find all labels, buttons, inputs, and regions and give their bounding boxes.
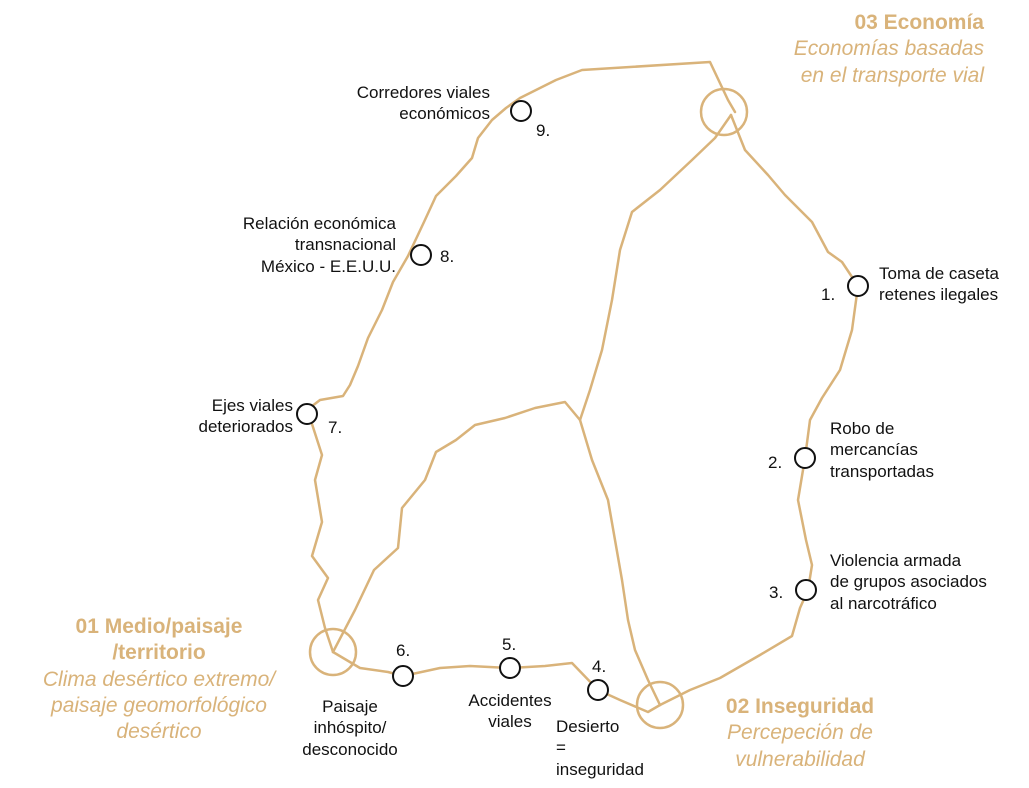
hub-01-title-line2: /territorio (112, 641, 206, 665)
node-6-marker (392, 665, 414, 687)
node-2-marker (794, 447, 816, 469)
hub-02-label: 02 Inseguridad Percepeción de vulnerabil… (700, 694, 900, 773)
node-5-line2: viales (488, 712, 532, 732)
node-9-line1: Corredores viales (356, 83, 490, 102)
hub-01-subtitle-line3: desértico (116, 720, 202, 743)
node-2-number: 2. (768, 453, 783, 472)
node-5-label: Accidentes viales (430, 690, 590, 733)
node-4-marker (587, 679, 609, 701)
route-inner-south (331, 400, 662, 707)
node-8-line2: transnacional (294, 235, 396, 255)
hub-01-title-line1: 01 Medio/paisaje (75, 615, 243, 638)
node-3-label: Violencia armada de grupos asociados al … (830, 550, 987, 614)
hub-01-marker (308, 627, 358, 677)
node-4-line1: Desierto (556, 717, 620, 736)
node-8-marker (410, 244, 432, 266)
node-6-line1: Paisaje (322, 697, 378, 716)
hub-03-subtitle-line1: Economías basadas (793, 37, 984, 61)
node-9-marker (510, 100, 532, 122)
node-7-marker (296, 403, 318, 425)
node-9-label: Corredores viales económicos (357, 82, 490, 125)
node-4-line3: inseguridad (556, 759, 644, 779)
node-1-marker (847, 275, 869, 297)
route-east-corridor (658, 113, 860, 707)
node-3-marker (795, 579, 817, 601)
hub-02-subtitle-line2: vulnerabilidad (735, 747, 865, 771)
node-8-label: Relación económica transnacional México … (243, 213, 396, 277)
node-7-label: Ejes viales deteriorados (198, 395, 293, 438)
hub-03-subtitle-line2: en el transporte vial (800, 63, 984, 87)
hub-01-label: 01 Medio/paisaje /territorio Clima desér… (14, 614, 304, 745)
node-2-line2: mercancías (830, 440, 918, 460)
node-6-line2: inhóspito/ (313, 718, 387, 738)
route-west-corridor (305, 60, 737, 654)
node-6-label: Paisaje inhóspito/ desconocido (280, 696, 420, 760)
node-7-number: 7. (328, 418, 343, 437)
node-3-line3: al narcotráfico (830, 593, 937, 613)
hub-02-subtitle-line1: Percepeción de (727, 721, 873, 745)
node-9-line2: económicos (399, 104, 490, 124)
hub-02-marker (635, 680, 685, 730)
node-6-line3: desconocido (302, 739, 398, 759)
node-1-label: Toma de caseta retenes ilegales (879, 263, 999, 306)
hub-01-subtitle-line2: paisaje geomorfológico (51, 693, 267, 717)
hub-02-title: 02 Inseguridad (725, 695, 875, 718)
node-8-line3: México - E.E.U.U. (260, 256, 396, 276)
hub-03-label: 03 Economía Economías basadas en el tran… (794, 10, 984, 89)
node-2-line1: Robo de (830, 419, 895, 438)
node-1-number: 1. (821, 285, 836, 304)
hub-01-subtitle-line1: Clima desértico extremo/ (42, 667, 276, 691)
node-2-line3: transportadas (830, 461, 934, 481)
node-2-label: Robo de mercancías transportadas (830, 418, 934, 482)
node-3-line1: Violencia armada (830, 551, 962, 570)
node-1-line1: Toma de caseta (879, 264, 1000, 283)
node-4-label: Desierto = inseguridad (556, 716, 644, 780)
node-5-number: 5. (502, 635, 517, 654)
node-8-line1: Relación económica (242, 214, 396, 233)
node-4-number: 4. (592, 657, 607, 676)
hub-03-title: 03 Economía (854, 11, 984, 34)
node-7-line1: Ejes viales (211, 396, 293, 415)
node-1-line2: retenes ilegales (879, 285, 999, 305)
hub-03-marker (699, 87, 749, 137)
node-8-number: 8. (440, 247, 455, 266)
node-3-line2: de grupos asociados (830, 572, 987, 592)
node-9-number: 9. (536, 121, 551, 140)
hub-markers (308, 87, 749, 730)
route-inner-north (578, 113, 733, 422)
node-7-line2: deteriorados (198, 417, 293, 437)
node-6-number: 6. (396, 641, 411, 660)
node-5-marker (499, 657, 521, 679)
route-lines (305, 60, 860, 714)
node-5-line1: Accidentes (468, 691, 552, 710)
node-4-line2: = (556, 738, 566, 758)
node-3-number: 3. (769, 583, 784, 602)
node-markers (296, 100, 869, 701)
